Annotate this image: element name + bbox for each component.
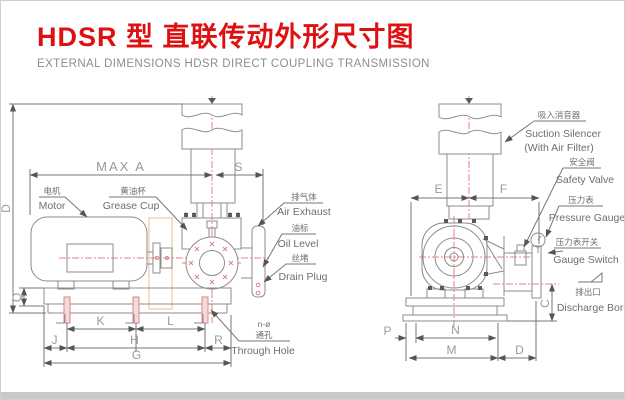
- left-view: MAX A S D Q K L J H R G 电机 Motor 黄油杯 Gre…: [1, 96, 331, 367]
- dim-label-k: K: [96, 314, 105, 328]
- callout-drain-plug-en: Drain Plug: [278, 271, 327, 283]
- callout-oil-level-en: Oil Level: [278, 238, 319, 250]
- right-dimension-lines: [395, 194, 556, 362]
- dim-label-l: L: [167, 314, 175, 328]
- pressure-gauge: [530, 232, 546, 253]
- vent-arrow-icon: [208, 98, 216, 104]
- blower-front: [421, 219, 505, 296]
- left-callouts: 电机 Motor 黄油杯 Grease Cup 排气体 Air Exhaust …: [39, 186, 331, 357]
- coupling: [152, 242, 173, 274]
- discharge-flag-icon: [590, 271, 603, 283]
- callout-discharge-bore-en: Discharge Bore: [557, 302, 625, 314]
- discharge-assembly: [504, 232, 546, 299]
- dim-label-max-a: MAX A: [96, 159, 146, 174]
- page-title: HDSR 型 直联传动外形尺寸图: [37, 22, 415, 52]
- right-view: E F C P N M D 吸入消音器 Suction Silencer (Wi…: [383, 96, 625, 362]
- right-callouts: 吸入消音器 Suction Silencer (With Air Filter)…: [504, 110, 625, 314]
- dim-label-j: J: [52, 333, 59, 347]
- dim-label-g: G: [132, 348, 142, 362]
- callout-safety-valve-cn: 安全阀: [569, 157, 595, 167]
- dim-label-p: P: [383, 324, 392, 338]
- discharge-flange: [531, 245, 542, 299]
- dim-label-e: E: [434, 182, 443, 196]
- page-subtitle: EXTERNAL DIMENSIONS HDSR DIRECT COUPLING…: [37, 58, 430, 70]
- dim-label-f: F: [500, 182, 508, 196]
- callout-motor-en: Motor: [39, 200, 66, 212]
- callout-suction-silencer-en: Suction Silencer: [525, 128, 601, 140]
- dim-label-s: S: [234, 160, 243, 174]
- callout-pressure-gauge-en: Pressure Gauge: [549, 212, 625, 224]
- callout-oil-level-cn: 油标: [291, 223, 309, 233]
- left-dimension-lines: [9, 103, 264, 367]
- dim-label-d-right: D: [515, 343, 525, 357]
- callout-through-hole-qty: n-ø: [258, 319, 271, 329]
- callout-motor-cn: 电机: [43, 186, 61, 196]
- callout-grease-cup-cn: 黄油杯: [120, 186, 146, 196]
- drain-plug-mark: [255, 282, 261, 288]
- dim-label-c: C: [538, 298, 552, 308]
- callout-gauge-switch-cn: 压力表开关: [556, 237, 599, 247]
- right-extension-lines: [405, 202, 557, 361]
- dim-label-d-left: D: [1, 203, 13, 213]
- front-bolt-marks: [433, 236, 475, 278]
- dim-label-q: Q: [10, 292, 24, 302]
- callout-suction-silencer-note: (With Air Filter): [524, 142, 593, 154]
- exhaust-flange: [241, 225, 266, 298]
- callout-gauge-switch-en: Gauge Switch: [553, 254, 619, 266]
- dim-label-h: H: [130, 333, 140, 347]
- callout-drain-plug-cn: 丝堵: [291, 253, 309, 263]
- dim-label-m: M: [447, 343, 458, 357]
- suction-silencer-left: [181, 98, 243, 204]
- anchor-bolts: [56, 296, 209, 324]
- callout-through-hole-cn: 通孔: [255, 330, 273, 340]
- page-bottom-border: [1, 392, 624, 399]
- safety-valve: [514, 244, 527, 266]
- callout-air-exhaust-en: Air Exhaust: [277, 206, 331, 218]
- motor: [30, 216, 153, 290]
- dim-label-n: N: [451, 323, 461, 337]
- callout-discharge-bore-cn: 排出口: [575, 287, 601, 297]
- callout-pressure-gauge-cn: 压力表: [568, 195, 594, 205]
- callout-air-exhaust-cn: 排气体: [291, 192, 317, 202]
- callout-safety-valve-en: Safety Valve: [556, 174, 614, 186]
- dim-label-r: R: [214, 333, 224, 347]
- callout-through-hole-en: Through Hole: [231, 345, 295, 357]
- callout-suction-silencer-cn: 吸入消音器: [538, 110, 581, 120]
- base-frame-right: [402, 286, 508, 322]
- suction-silencer-right: [438, 98, 502, 220]
- vent-arrow-icon-right: [465, 98, 473, 104]
- callout-grease-cup-en: Grease Cup: [103, 200, 160, 212]
- drain-plug-mark2: [255, 290, 261, 296]
- flange-bolt-marks: [188, 241, 234, 285]
- drive-end-flange: [185, 236, 239, 290]
